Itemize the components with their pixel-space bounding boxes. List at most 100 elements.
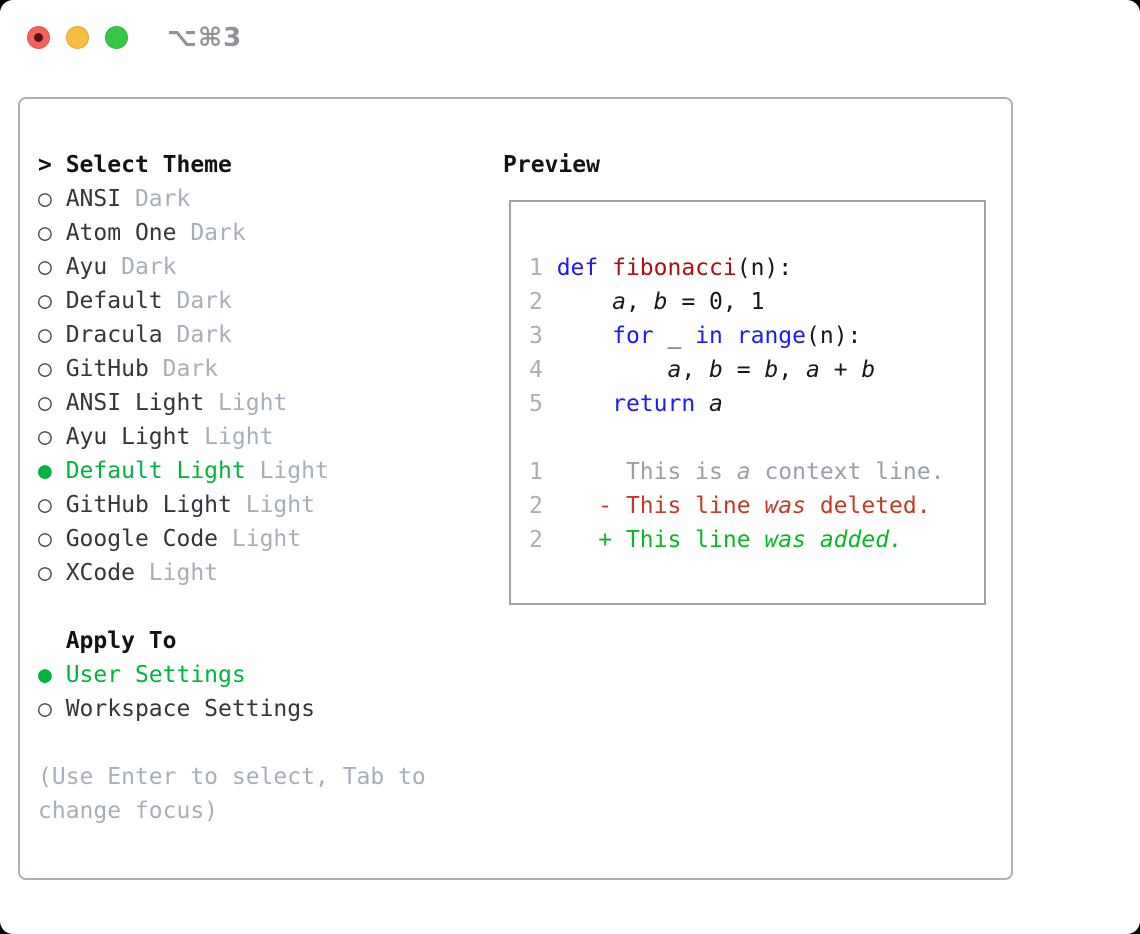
theme-option-ayu[interactable]: ○ Ayu Dark bbox=[38, 250, 488, 284]
preview-code-line: 1 def fibonacci(n): bbox=[529, 251, 984, 285]
code-token-num: 1 bbox=[529, 459, 543, 485]
code-token-pl: , bbox=[778, 357, 807, 383]
code-token-ctx: context line. bbox=[750, 459, 945, 485]
theme-name: ANSI Light bbox=[65, 390, 205, 416]
code-token-pl: , bbox=[625, 289, 654, 315]
theme-option-default-light[interactable]: ● Default Light Light bbox=[38, 454, 488, 488]
record-dot-icon bbox=[34, 33, 43, 42]
theme-name: Google Code bbox=[65, 526, 219, 552]
theme-variant-tag: Dark bbox=[107, 254, 177, 280]
theme-name: Default Light bbox=[65, 458, 246, 484]
apply-option-label: Workspace Settings bbox=[65, 696, 315, 722]
theme-option-github-light[interactable]: ○ GitHub Light Light bbox=[38, 488, 488, 522]
preview-code-line: 5 return a bbox=[529, 387, 984, 421]
code-token-pl: (n): bbox=[806, 323, 862, 349]
apply-to-title: Apply To bbox=[65, 628, 177, 654]
theme-name: Ayu bbox=[65, 254, 108, 280]
close-button[interactable] bbox=[27, 26, 50, 49]
theme-name: ANSI bbox=[65, 186, 122, 212]
code-token-add bbox=[806, 527, 820, 553]
theme-list-column: > Select Theme ○ ANSI Dark○ Atom One Dar… bbox=[38, 148, 488, 828]
code-token-var: b bbox=[861, 357, 876, 383]
code-token-var: b bbox=[653, 289, 668, 315]
code-token-pl bbox=[695, 391, 709, 417]
zoom-button[interactable] bbox=[105, 26, 128, 49]
theme-variant-tag: Light bbox=[204, 390, 288, 416]
code-token-kw: return bbox=[612, 391, 696, 417]
code-token-pl bbox=[557, 323, 612, 349]
theme-option-default[interactable]: ○ Default Dark bbox=[38, 284, 488, 318]
code-token-pl: (n): bbox=[736, 255, 793, 281]
code-token-var: a bbox=[806, 357, 820, 383]
theme-picker-panel: > Select Theme ○ ANSI Dark○ Atom One Dar… bbox=[18, 97, 1013, 880]
code-token-del: - This line bbox=[542, 493, 765, 519]
code-token-var: b bbox=[709, 357, 723, 383]
apply-to-options: ● User Settings○ Workspace Settings bbox=[38, 658, 488, 726]
theme-variant-tag: Dark bbox=[162, 322, 232, 348]
code-token-var: b bbox=[764, 357, 779, 383]
preview-code-line: 1 This is a context line. bbox=[529, 455, 984, 489]
code-token-num: 1 bbox=[529, 255, 557, 281]
apply-option-label: User Settings bbox=[65, 662, 246, 688]
theme-name: Atom One bbox=[65, 220, 177, 246]
theme-option-xcode[interactable]: ○ XCode Light bbox=[38, 556, 488, 590]
theme-list: ○ ANSI Dark○ Atom One Dark○ Ayu Dark○ De… bbox=[38, 182, 488, 590]
apply-option-user-settings[interactable]: ● User Settings bbox=[38, 658, 488, 692]
theme-option-ansi-light[interactable]: ○ ANSI Light Light bbox=[38, 386, 488, 420]
theme-name: Ayu Light bbox=[65, 424, 191, 450]
theme-name: Dracula bbox=[65, 322, 163, 348]
radio-selected-icon: ● bbox=[38, 662, 66, 688]
code-token-num: 2 bbox=[529, 527, 543, 553]
radio-icon: ○ bbox=[38, 492, 66, 518]
preview-code-line: 2 - This line was deleted. bbox=[529, 489, 984, 523]
code-token-kw: range bbox=[736, 323, 806, 349]
code-token-kw: in bbox=[695, 323, 723, 349]
theme-option-ansi[interactable]: ○ ANSI Dark bbox=[38, 182, 488, 216]
code-token-pl: = bbox=[722, 357, 765, 383]
code-token-var: a bbox=[667, 357, 682, 383]
code-token-ctxi: a bbox=[736, 459, 751, 485]
code-token-deli: was bbox=[764, 493, 806, 519]
preview-code-line: 3 for _ in range(n): bbox=[529, 319, 984, 353]
theme-variant-tag: Dark bbox=[121, 186, 191, 212]
theme-variant-tag: Light bbox=[190, 424, 274, 450]
radio-icon: ○ bbox=[38, 186, 66, 212]
preview-code-line: 2 + This line was added. bbox=[529, 523, 984, 557]
theme-option-ayu-light[interactable]: ○ Ayu Light Light bbox=[38, 420, 488, 454]
theme-option-atom-one[interactable]: ○ Atom One Dark bbox=[38, 216, 488, 250]
code-token-addi: was bbox=[764, 527, 806, 553]
apply-option-workspace-settings[interactable]: ○ Workspace Settings bbox=[38, 692, 488, 726]
code-token-pl: + bbox=[819, 357, 862, 383]
code-token-addi: added. bbox=[819, 527, 903, 553]
code-token-var: a bbox=[612, 289, 626, 315]
radio-icon: ○ bbox=[38, 526, 66, 552]
theme-variant-tag: Dark bbox=[148, 356, 219, 382]
code-token-pl bbox=[723, 323, 737, 349]
help-text: (Use Enter to select, Tab to change focu… bbox=[38, 764, 440, 824]
preview-code-line: 4 a, b = b, a + b bbox=[529, 353, 984, 387]
preview-title: Preview bbox=[503, 152, 600, 178]
code-token-pl: , bbox=[681, 357, 710, 383]
theme-variant-tag: Light bbox=[134, 560, 219, 586]
code-token-num: 5 bbox=[529, 391, 557, 417]
code-token-ctx: This is bbox=[542, 459, 737, 485]
code-token-kw: for bbox=[612, 323, 654, 349]
code-token-num: 3 bbox=[529, 323, 557, 349]
theme-variant-tag: Dark bbox=[176, 220, 246, 246]
theme-option-github[interactable]: ○ GitHub Dark bbox=[38, 352, 488, 386]
theme-option-dracula[interactable]: ○ Dracula Dark bbox=[38, 318, 488, 352]
code-token-pl bbox=[557, 289, 612, 315]
preview-code-line bbox=[529, 421, 984, 455]
code-token-fn: fibonacci bbox=[612, 255, 737, 281]
minimize-button[interactable] bbox=[66, 26, 89, 49]
theme-option-google-code[interactable]: ○ Google Code Light bbox=[38, 522, 488, 556]
code-token-del: deleted. bbox=[805, 493, 931, 519]
prompt-caret: > bbox=[38, 152, 66, 178]
window-titlebar: ⌥⌘3 bbox=[27, 23, 242, 53]
theme-name: Default bbox=[65, 288, 163, 314]
preview-code-line: 2 a, b = 0, 1 bbox=[529, 285, 984, 319]
code-token-num: 2 bbox=[529, 493, 543, 519]
radio-icon: ○ bbox=[38, 560, 66, 586]
